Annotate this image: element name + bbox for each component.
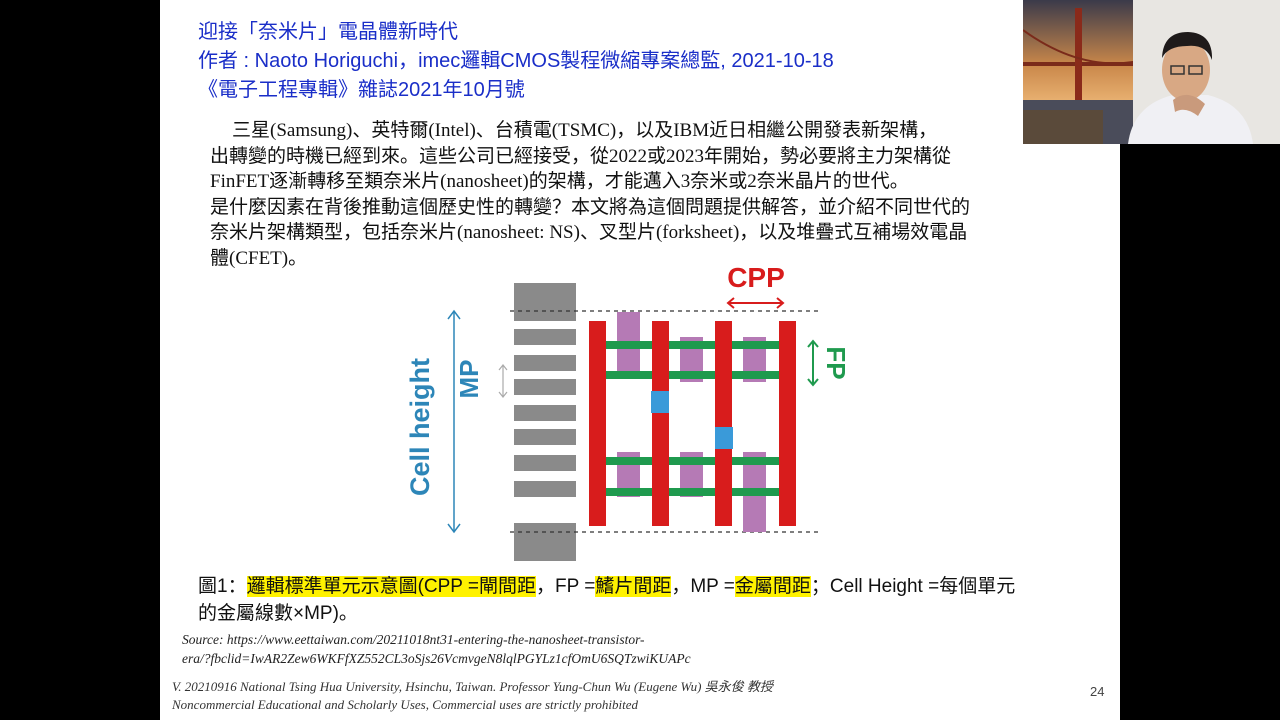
caption-mid-2: ，MP = <box>671 576 735 597</box>
slide-footer: V. 20210916 National Tsing Hua Universit… <box>172 678 773 714</box>
body-paragraph: 三星(Samsung)、英特爾(Intel)、台積電(TSMC)，以及IBM近日… <box>210 118 1070 271</box>
source-line-1: Source: https://www.eettaiwan.com/202110… <box>182 632 645 647</box>
caption-line-2: 的金屬線數×MP)。 <box>198 603 358 624</box>
metal-tracks <box>514 283 576 561</box>
cell-height-dimension: Cell height <box>405 309 461 534</box>
caption-mid-3: ；Cell Height =每個單元 <box>810 576 1016 597</box>
caption-mid-1: ，FP = <box>536 576 596 597</box>
cpp-dimension: CPP <box>726 262 785 309</box>
footer-line-2: Noncommercial Educational and Scholarly … <box>172 697 639 712</box>
presentation-slide: 迎接「奈米片」電晶體新時代 作者 : Naoto Horiguchi，imec邏… <box>160 0 1120 720</box>
cell-height-label: Cell height <box>405 358 435 496</box>
page-number: 24 <box>1090 684 1105 699</box>
body-line-1: 三星(Samsung)、英特爾(Intel)、台積電(TSMC)，以及IBM近日… <box>232 120 938 141</box>
body-line-3: FinFET逐漸轉移至類奈米片(nanosheet)的架構，才能邁入3奈米或2奈… <box>210 171 909 192</box>
webcam-video[interactable] <box>1023 0 1280 144</box>
fp-dimension: FP <box>807 339 851 387</box>
body-line-6: 體(CFET)。 <box>210 247 308 269</box>
caption-prefix: 圖1： <box>198 576 247 597</box>
figure-caption: 圖1：邏輯標準單元示意圖(CPP =閘間距，FP =鰭片間距，MP =金屬間距；… <box>198 573 1015 627</box>
slide-title: 迎接「奈米片」電晶體新時代 作者 : Naoto Horiguchi，imec邏… <box>198 18 834 105</box>
fp-label: FP <box>821 346 851 379</box>
fins <box>595 341 785 496</box>
gates <box>589 321 796 526</box>
caption-highlight-2: 鰭片間距 <box>595 576 672 597</box>
caption-highlight-1: 邏輯標準單元示意圖(CPP =閘間距 <box>246 576 537 597</box>
gate-via-2 <box>715 427 733 449</box>
footer-line-1: V. 20210916 National Tsing Hua Universit… <box>172 679 773 694</box>
mp-dimension: MP <box>454 360 508 399</box>
body-line-4: 是什麼因素在背後推動這個歷史性的轉變？本文將為這個問題提供解答，並介紹不同世代的 <box>210 196 971 218</box>
source-citation: Source: https://www.eettaiwan.com/202110… <box>182 630 691 668</box>
caption-highlight-3: 金屬間距 <box>734 576 811 597</box>
gate-via-1 <box>651 391 669 413</box>
title-line-3: 《電子工程專輯》雜誌2021年10月號 <box>198 79 525 101</box>
title-line-1: 迎接「奈米片」電晶體新時代 <box>198 21 458 43</box>
webcam-person-icon <box>1023 0 1280 144</box>
body-line-2: 出轉變的時機已經到來。這些公司已經接受，從2022或2023年開始，勢必要將主力… <box>210 145 952 167</box>
title-line-2: 作者 : Naoto Horiguchi，imec邏輯CMOS製程微縮專案總監,… <box>198 50 834 72</box>
body-line-5: 奈米片架構類型，包括奈米片(nanosheet: NS)、叉型片(forkshe… <box>210 222 968 243</box>
standard-cell-diagram: CPP FP MP Cell height <box>405 262 851 561</box>
source-line-2: era/?fbclid=IwAR2Zew6WKFfXZ552CL3oSjs26V… <box>182 651 691 666</box>
cpp-label: CPP <box>727 262 785 293</box>
mp-label: MP <box>454 360 484 399</box>
